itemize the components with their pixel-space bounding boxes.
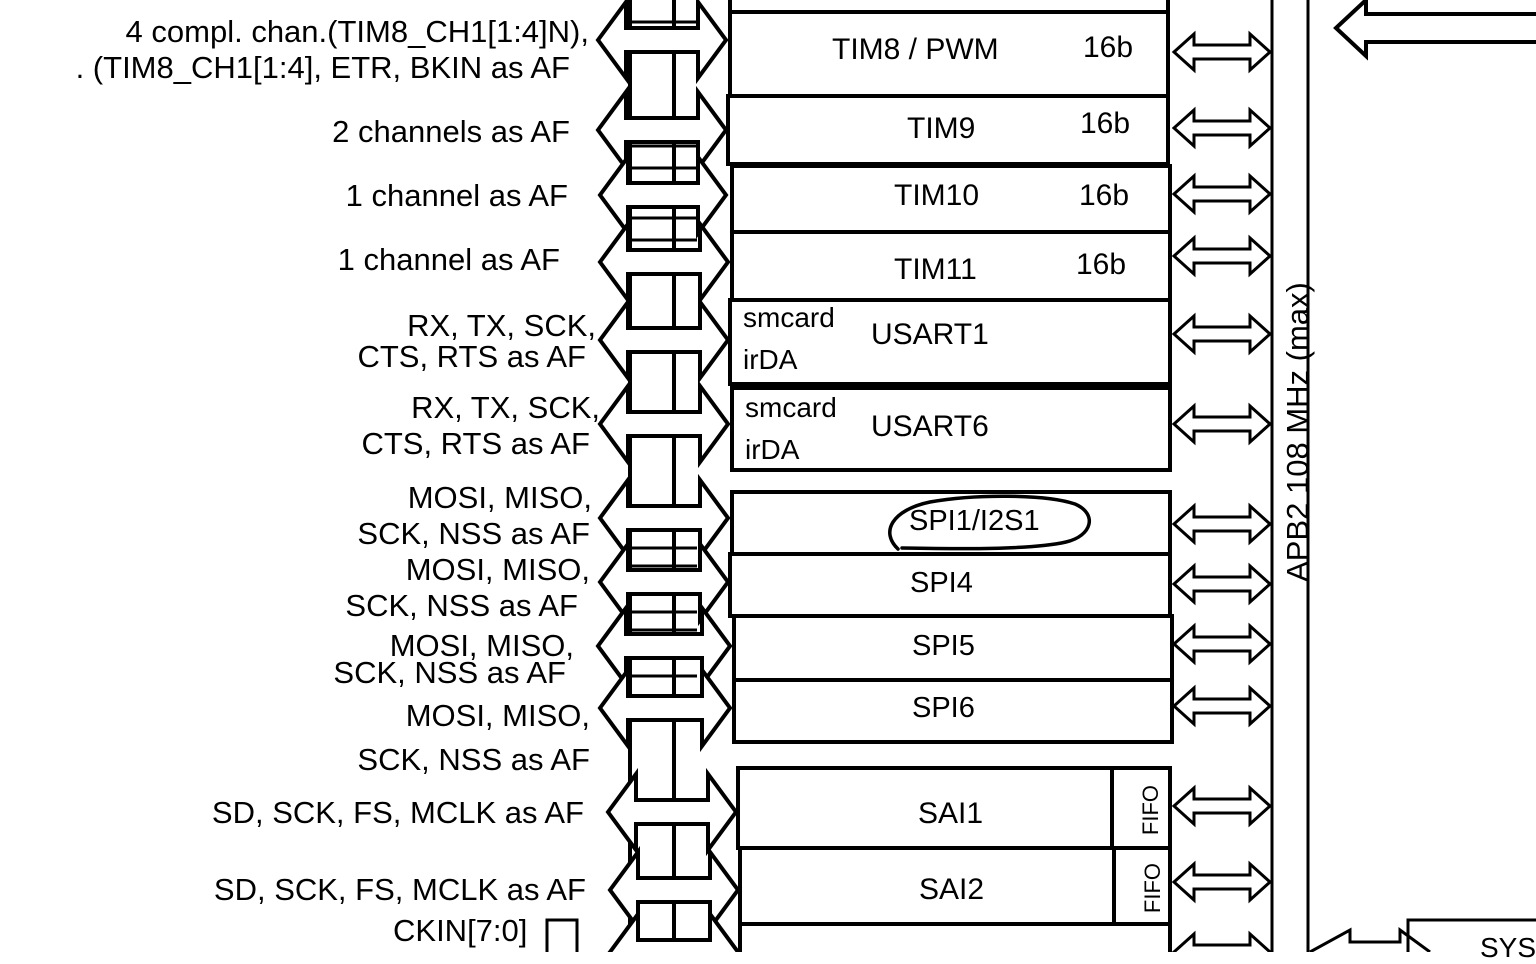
peripheral-name-spi1: SPI1/I2S1 (909, 505, 1040, 537)
ckin-square (545, 918, 579, 952)
pin-label-line: SCK, NSS as AF (357, 742, 590, 777)
pin-label-tim10: 1 channel as AF (346, 178, 568, 214)
peripheral-sub-irda-usart1: irDA (743, 344, 798, 375)
pin-arrow-6 (597, 473, 731, 563)
bus-arrow-4 (1171, 312, 1273, 356)
pin-label-line: MOSI, MISO, (405, 552, 590, 587)
pin-label-line: SCK, NSS as AF (357, 516, 590, 551)
peripheral-box-13 (738, 922, 1172, 952)
peripheral-name-usart1: USART1 (871, 318, 989, 351)
pin-label-tim11: 1 channel as AF (338, 242, 560, 278)
peripheral-width-tim11: 16b (1076, 248, 1127, 281)
pin-label-line: CTS, RTS as AF (357, 339, 586, 374)
peripheral-sub-smcard-usart1: smcard (743, 302, 835, 333)
pin-label-line: MOSI, MISO, (407, 480, 592, 515)
pin-label-spi1: MOSI, MISO, SCK, NSS as AF (357, 480, 592, 552)
bus-arrow-10 (1171, 784, 1273, 828)
pin-label-sai1: SD, SCK, FS, MCLK as AF (212, 795, 584, 831)
peripheral-box-5 (728, 298, 1172, 386)
bus-arrow-5 (1171, 402, 1273, 446)
peripheral-box-10 (732, 678, 1174, 744)
peripheral-name-tim10: TIM10 (894, 179, 980, 212)
spi1-highlight-circle (888, 494, 1092, 551)
pin-label-line: SD, SCK, FS, MCLK as AF (211, 795, 584, 830)
bus-arrow-0 (1171, 30, 1273, 74)
corner-label: SYS (1480, 932, 1536, 963)
pin-arrow-3 (597, 217, 731, 307)
bus-arrow-9 (1171, 684, 1273, 728)
pin-label-line: MOSI, MISO, (389, 628, 574, 663)
pin-arrow-1 (595, 85, 729, 175)
pin-arrow-5 (597, 379, 731, 469)
pin-arrow-0 (595, 0, 729, 85)
pin-arrow-2 (597, 150, 729, 240)
pin-label-line: RX, TX, SCK, (411, 390, 600, 425)
pin-label-line: RX, TX, SCK, (407, 308, 596, 343)
pin-label-line: SCK, NSS as AF (333, 655, 566, 690)
pin-arrow-7 (597, 537, 731, 627)
pin-label-sai2: SD, SCK, FS, MCLK as AF (214, 872, 586, 908)
bus-arrow-7 (1171, 562, 1273, 606)
peripheral-sub-smcard-usart6: smcard (745, 392, 837, 423)
fifo-label-sai2: FIFO (1140, 862, 1165, 914)
peripheral-name-tim9: TIM9 (907, 112, 976, 145)
peripheral-name-spi4: SPI4 (910, 567, 973, 599)
pin-label-line: . (TIM8_CH1[1:4], ETR, BKIN as AF (75, 50, 570, 85)
pin-label-line: 4 compl. chan.(TIM8_CH1[1:4]N), (125, 14, 589, 49)
pin-label-line: 1 channel as AF (337, 242, 560, 277)
bottom-right-arrow (1309, 927, 1431, 952)
apb2-bus-label: APB2 108 MHz (max) (1280, 282, 1315, 582)
peripheral-name-usart6: USART6 (871, 410, 989, 443)
peripheral-name-spi6: SPI6 (912, 692, 975, 724)
pin-arrow-9 (597, 663, 733, 753)
peripheral-sub-irda-usart6: irDA (745, 434, 800, 465)
pin-label-line: 2 channels as AF (332, 114, 570, 149)
pin-label-usart6: RX, TX, SCK, CTS, RTS as AF (361, 390, 600, 462)
pin-label-usart1: RX, TX, SCK, CTS, RTS as AF (357, 310, 596, 374)
bus-arrow-8 (1171, 622, 1273, 666)
bus-arrow-6 (1171, 502, 1273, 546)
peripheral-width-tim10: 16b (1079, 179, 1130, 212)
pin-label-spi4: MOSI, MISO, SCK, NSS as AF (345, 552, 590, 624)
top-right-arrow (1333, 0, 1536, 61)
peripheral-name-tim11: TIM11 (894, 253, 977, 286)
pin-label-spi6: MOSI, MISO, SCK, NSS as AF (357, 694, 590, 782)
ckin-label: CKIN[7:0] (393, 913, 528, 948)
peripheral-width-tim9: 16b (1080, 107, 1131, 140)
bus-arrow-2 (1171, 172, 1273, 216)
fifo-label-sai1: FIFO (1138, 784, 1163, 836)
pin-label-tim9: 2 channels as AF (332, 114, 570, 150)
bus-arrow-11 (1171, 860, 1273, 904)
pin-arrow-8 (595, 601, 733, 691)
pin-label-line: 1 channel as AF (345, 178, 568, 213)
peripheral-name-sai1: SAI1 (918, 797, 984, 830)
pin-arrow-4 (597, 295, 731, 385)
bus-arrow-1 (1171, 106, 1273, 150)
peripheral-box-6 (730, 386, 1172, 472)
bus-arrow-12 (1171, 930, 1273, 952)
pin-label-tim8: 4 compl. chan.(TIM8_CH1[1:4]N), . (TIM8_… (75, 14, 589, 86)
pin-label-line: MOSI, MISO, (405, 698, 590, 733)
peripheral-name-sai2: SAI2 (919, 873, 985, 906)
pin-label-line: CTS, RTS as AF (361, 426, 590, 461)
peripheral-width-tim8: 16b (1083, 31, 1134, 64)
pin-label-line: SCK, NSS as AF (345, 588, 578, 623)
pin-label-spi5: MOSI, MISO, SCK, NSS as AF (333, 628, 574, 690)
bottom-right-box (1406, 918, 1536, 952)
pin-label-line: SD, SCK, FS, MCLK as AF (213, 872, 586, 907)
bus-arrow-3 (1171, 234, 1273, 278)
pin-arrow-12 (607, 907, 741, 952)
peripheral-name-spi5: SPI5 (912, 630, 975, 662)
peripheral-name-tim8: TIM8 / PWM (832, 33, 999, 66)
